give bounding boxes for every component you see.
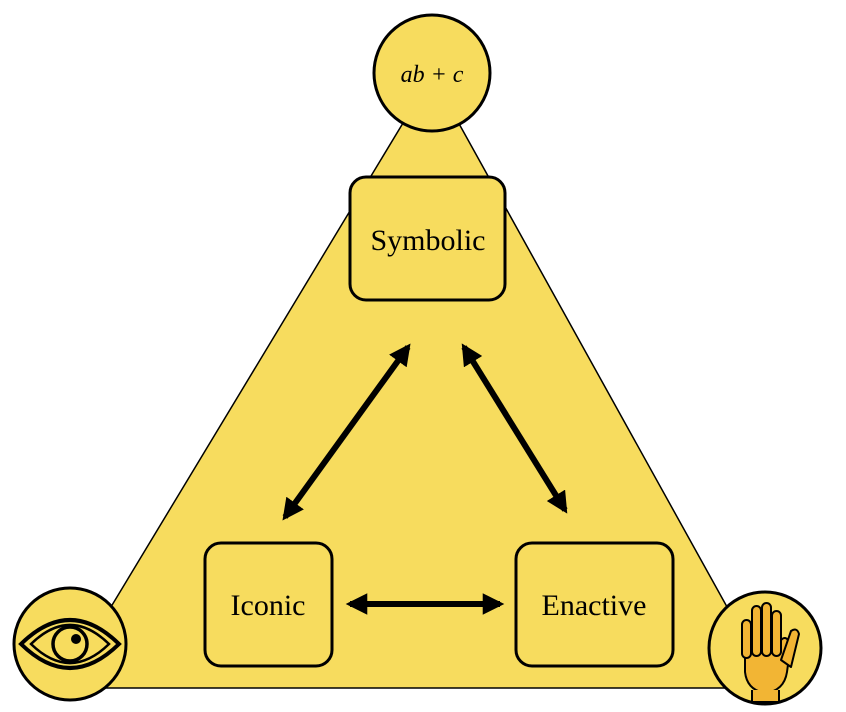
arrow-symbolic-enactive — [461, 343, 568, 514]
left-vertex — [12, 586, 128, 702]
iconic-label: Iconic — [231, 589, 306, 622]
left-vertex-circle — [12, 586, 128, 702]
right-vertex — [707, 590, 823, 706]
triangle-background — [60, 73, 774, 689]
top-vertex-circle — [372, 13, 492, 133]
hand-icon — [741, 602, 800, 703]
symbolic-node: Symbolic — [348, 175, 507, 302]
top-vertex: ab + c — [372, 13, 492, 133]
enactive-label: Enactive — [542, 589, 647, 622]
arrow-iconic-symbolic — [282, 343, 411, 521]
iconic-node: Iconic — [203, 541, 334, 668]
eye-icon — [18, 618, 122, 670]
formula-label: ab + c — [401, 62, 464, 88]
enactive-node: Enactive — [514, 541, 675, 668]
symbolic-label: Symbolic — [370, 224, 485, 257]
